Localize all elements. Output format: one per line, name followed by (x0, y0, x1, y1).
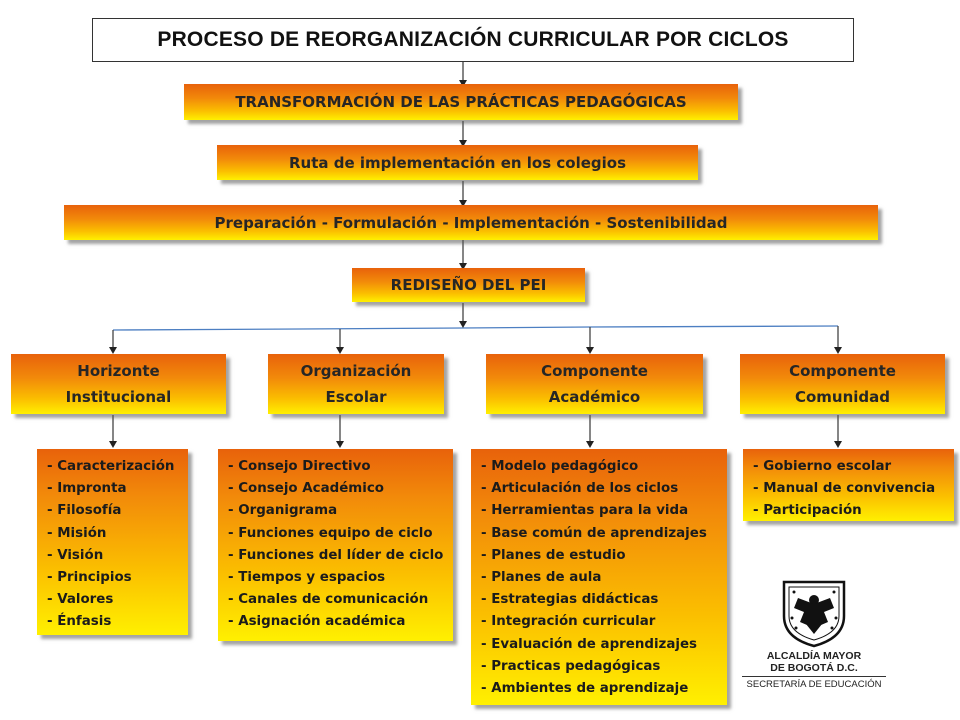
list-item: - Ambientes de aprendizaje (481, 681, 689, 697)
component-horizonte: Horizonte Institucional (11, 354, 226, 414)
level4-box: REDISEÑO DEL PEI (352, 268, 585, 302)
list-item: - Asignación académica (228, 614, 406, 630)
list-item: - Practicas pedagógicas (481, 658, 661, 674)
level1-text: TRANSFORMACIÓN DE LAS PRÁCTICAS PEDAGÓGI… (235, 93, 687, 111)
diagram-title-text: PROCESO DE REORGANIZACIÓN CURRICULAR POR… (157, 28, 789, 51)
component-comunidad: Componente Comunidad (740, 354, 945, 414)
list-item: - Misión (47, 525, 107, 541)
list-academico: - Modelo pedagógico - Articulación de lo… (471, 449, 727, 705)
level2-text: Ruta de implementación en los colegios (288, 153, 626, 172)
list-item: - Manual de convivencia (753, 481, 936, 497)
logo-line2: DE BOGOTÁ D.C. (770, 662, 858, 674)
list-item: - Participación (753, 503, 862, 519)
component-title-line1: Horizonte (77, 362, 160, 380)
component-title-line2: Comunidad (794, 388, 891, 406)
bogota-coat-of-arms-icon (782, 580, 846, 648)
component-title-line1: Componente (789, 362, 896, 380)
list-item: - Base común de aprendizajes (481, 525, 707, 541)
logo-line1: ALCALDÍA MAYOR (766, 650, 862, 662)
list-item: - Evaluación de aprendizajes (481, 636, 698, 652)
list-item: - Tiempos y espacios (228, 570, 386, 586)
list-item: - Planes de aula (481, 570, 602, 586)
list-item: - Caracterización (47, 459, 175, 474)
list-organizacion: - Consejo Directivo - Consejo Académico … (218, 449, 453, 641)
level3-box: Preparación - Formulación - Implementaci… (64, 205, 878, 240)
component-academico: Componente Académico (486, 354, 703, 414)
logo-mayoralty: ALCALDÍA MAYOR DE BOGOTÁ D.C. (748, 650, 880, 674)
list-item: - Herramientas para la vida (481, 503, 689, 519)
list-item: - Consejo Directivo (228, 459, 371, 474)
list-item: - Estrategias didácticas (481, 592, 659, 608)
component-title-line1: Organización (300, 362, 412, 380)
branch-line (112, 325, 839, 331)
list-item: - Énfasis (47, 614, 112, 630)
diagram-title: PROCESO DE REORGANIZACIÓN CURRICULAR POR… (92, 18, 854, 62)
logo-divider (742, 676, 886, 677)
component-title-line2: Institucional (65, 388, 172, 406)
list-item: - Modelo pedagógico (481, 459, 639, 474)
component-title-line2: Académico (548, 388, 641, 406)
list-item: - Articulación de los ciclos (481, 481, 679, 497)
component-title-line1: Componente (541, 362, 648, 380)
list-item: - Gobierno escolar (753, 459, 892, 474)
list-item: - Organigrama (228, 503, 338, 519)
list-horizonte: - Caracterización - Impronta - Filosofía… (37, 449, 188, 635)
list-item: - Funciones equipo de ciclo (228, 525, 433, 541)
list-item: - Filosofía (47, 503, 122, 519)
component-title-line2: Escolar (325, 388, 387, 406)
list-item: - Impronta (47, 481, 127, 497)
logo-secretaria: SECRETARÍA DE EDUCACIÓN (746, 679, 882, 690)
level3-text: Preparación - Formulación - Implementaci… (214, 213, 728, 232)
level2-box: Ruta de implementación en los colegios (217, 145, 698, 180)
list-item: - Visión (47, 547, 104, 563)
component-organizacion: Organización Escolar (268, 354, 444, 414)
list-item: - Principios (47, 570, 132, 586)
list-comunidad: - Gobierno escolar - Manual de convivenc… (743, 449, 954, 521)
list-item: - Integración curricular (481, 614, 656, 630)
list-item: - Canales de comunicación (228, 592, 429, 608)
level1-box: TRANSFORMACIÓN DE LAS PRÁCTICAS PEDAGÓGI… (184, 84, 738, 120)
list-item: - Funciones del líder de ciclo (228, 547, 444, 563)
list-item: - Planes de estudio (481, 547, 626, 563)
list-item: - Valores (47, 592, 114, 608)
arrow-heads (109, 80, 842, 448)
level4-text: REDISEÑO DEL PEI (390, 276, 547, 294)
list-item: - Consejo Académico (228, 481, 384, 497)
